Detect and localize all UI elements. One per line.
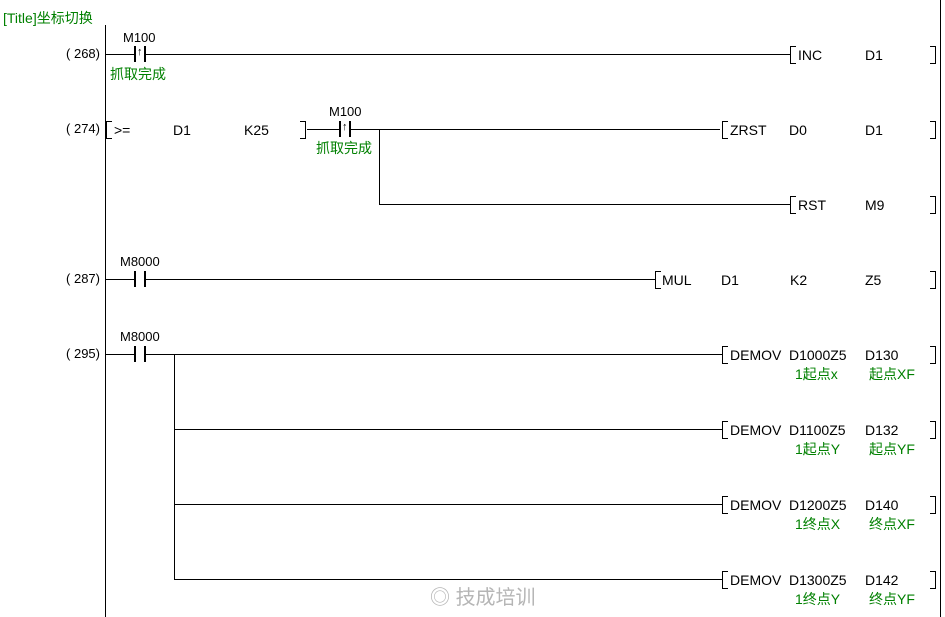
rung-wire [307,129,720,130]
no-contact[interactable] [134,271,146,287]
instr-bracket-left [722,346,728,364]
instr-bracket-right [930,271,936,289]
instr-op[interactable]: INC [798,47,823,63]
arrow-up-icon: ↑ [342,121,348,133]
rung-wire [105,354,722,355]
instr-operand: D1100Z5 [789,422,846,438]
contact-label: M100 [329,104,362,119]
instr-operand: M9 [865,197,885,213]
instr-op[interactable]: MUL [662,272,692,288]
operand-comment: 1起点x [795,366,838,382]
step-number: ( 274) [66,121,100,136]
instr-operand: D1300Z5 [789,572,847,588]
operand-comment: 起点YF [869,441,915,457]
rung-wire [174,504,722,505]
instr-operand: D142 [865,572,899,588]
rising-edge-contact[interactable]: ↑ [134,46,146,62]
instr-op: DEMOV [730,497,782,513]
instr-operand: D1 [865,122,883,138]
rung-wire [174,429,722,430]
instr-op: DEMOV [730,572,782,588]
instr-bracket-left [722,571,728,589]
operand-comment: 终点XF [869,516,915,532]
step-number: ( 268) [66,46,100,61]
instr-bracket-right [930,46,936,64]
no-contact[interactable] [134,346,146,362]
left-power-rail [105,25,106,617]
operand-comment: 1起点Y [795,441,841,457]
instr-bracket-right [930,571,936,589]
rung-wire [379,204,790,205]
right-power-rail [940,0,941,617]
instr-operand: D1 [865,47,883,63]
instr-operand: D0 [789,122,807,138]
operand-comment: 起点XF [869,366,915,382]
instr-operand: D1000Z5 [789,347,847,363]
instr-operand: K2 [790,272,808,288]
instr-bracket-right [930,121,936,139]
compare-operand: K25 [244,122,269,138]
instr-operand: D130 [865,347,899,363]
instr-op: DEMOV [730,347,782,363]
step-number: ( 295) [66,346,100,361]
instr-op: DEMOV [730,422,782,438]
compare-bracket-left [106,121,112,139]
instr-operand: D132 [865,422,899,438]
watermark: ◎ 技成培训 [430,586,536,610]
rung-wire [174,579,722,580]
instr-bracket-left [722,121,728,139]
instr-operand: D1 [721,272,739,288]
compare-operand: D1 [173,122,191,138]
rung-wire [105,279,655,280]
instr-operand: D1200Z5 [789,497,847,513]
compare-bracket-right [300,121,306,139]
rising-edge-contact[interactable]: ↑ [339,121,351,137]
instr-bracket-left [790,196,796,214]
instr-operand: D140 [865,497,899,513]
instr-bracket-right [930,196,936,214]
instr-bracket-left [722,496,728,514]
arrow-up-icon: ↑ [137,46,143,58]
instr-bracket-left [655,271,661,289]
contact-label: M8000 [120,254,160,269]
instr-op[interactable]: ZRST [730,122,767,138]
instr-bracket-right [930,346,936,364]
watermark-text: 技成培训 [455,587,536,609]
instr-bracket-left [790,46,796,64]
instr-operand: Z5 [865,272,882,288]
contact-label: M8000 [120,329,160,344]
instr-bracket-left [722,421,728,439]
contact-comment: 抓取完成 [110,66,166,82]
branch-wire [379,129,380,204]
step-number: ( 287) [66,271,100,286]
operand-comment: 1终点Y [795,591,841,607]
branch-wire [174,354,175,579]
instr-bracket-right [930,421,936,439]
wechat-icon: ◎ [430,587,456,609]
compare-op[interactable]: >= [114,122,131,138]
instr-op[interactable]: RST [798,197,826,213]
operand-comment: 终点YF [869,591,915,607]
contact-label: M100 [123,30,156,45]
contact-comment: 抓取完成 [316,140,372,156]
operand-comment: 1终点X [795,516,841,532]
program-title: [Title]坐标切换 [3,10,93,26]
instr-bracket-right [930,496,936,514]
rung-wire [105,54,790,55]
